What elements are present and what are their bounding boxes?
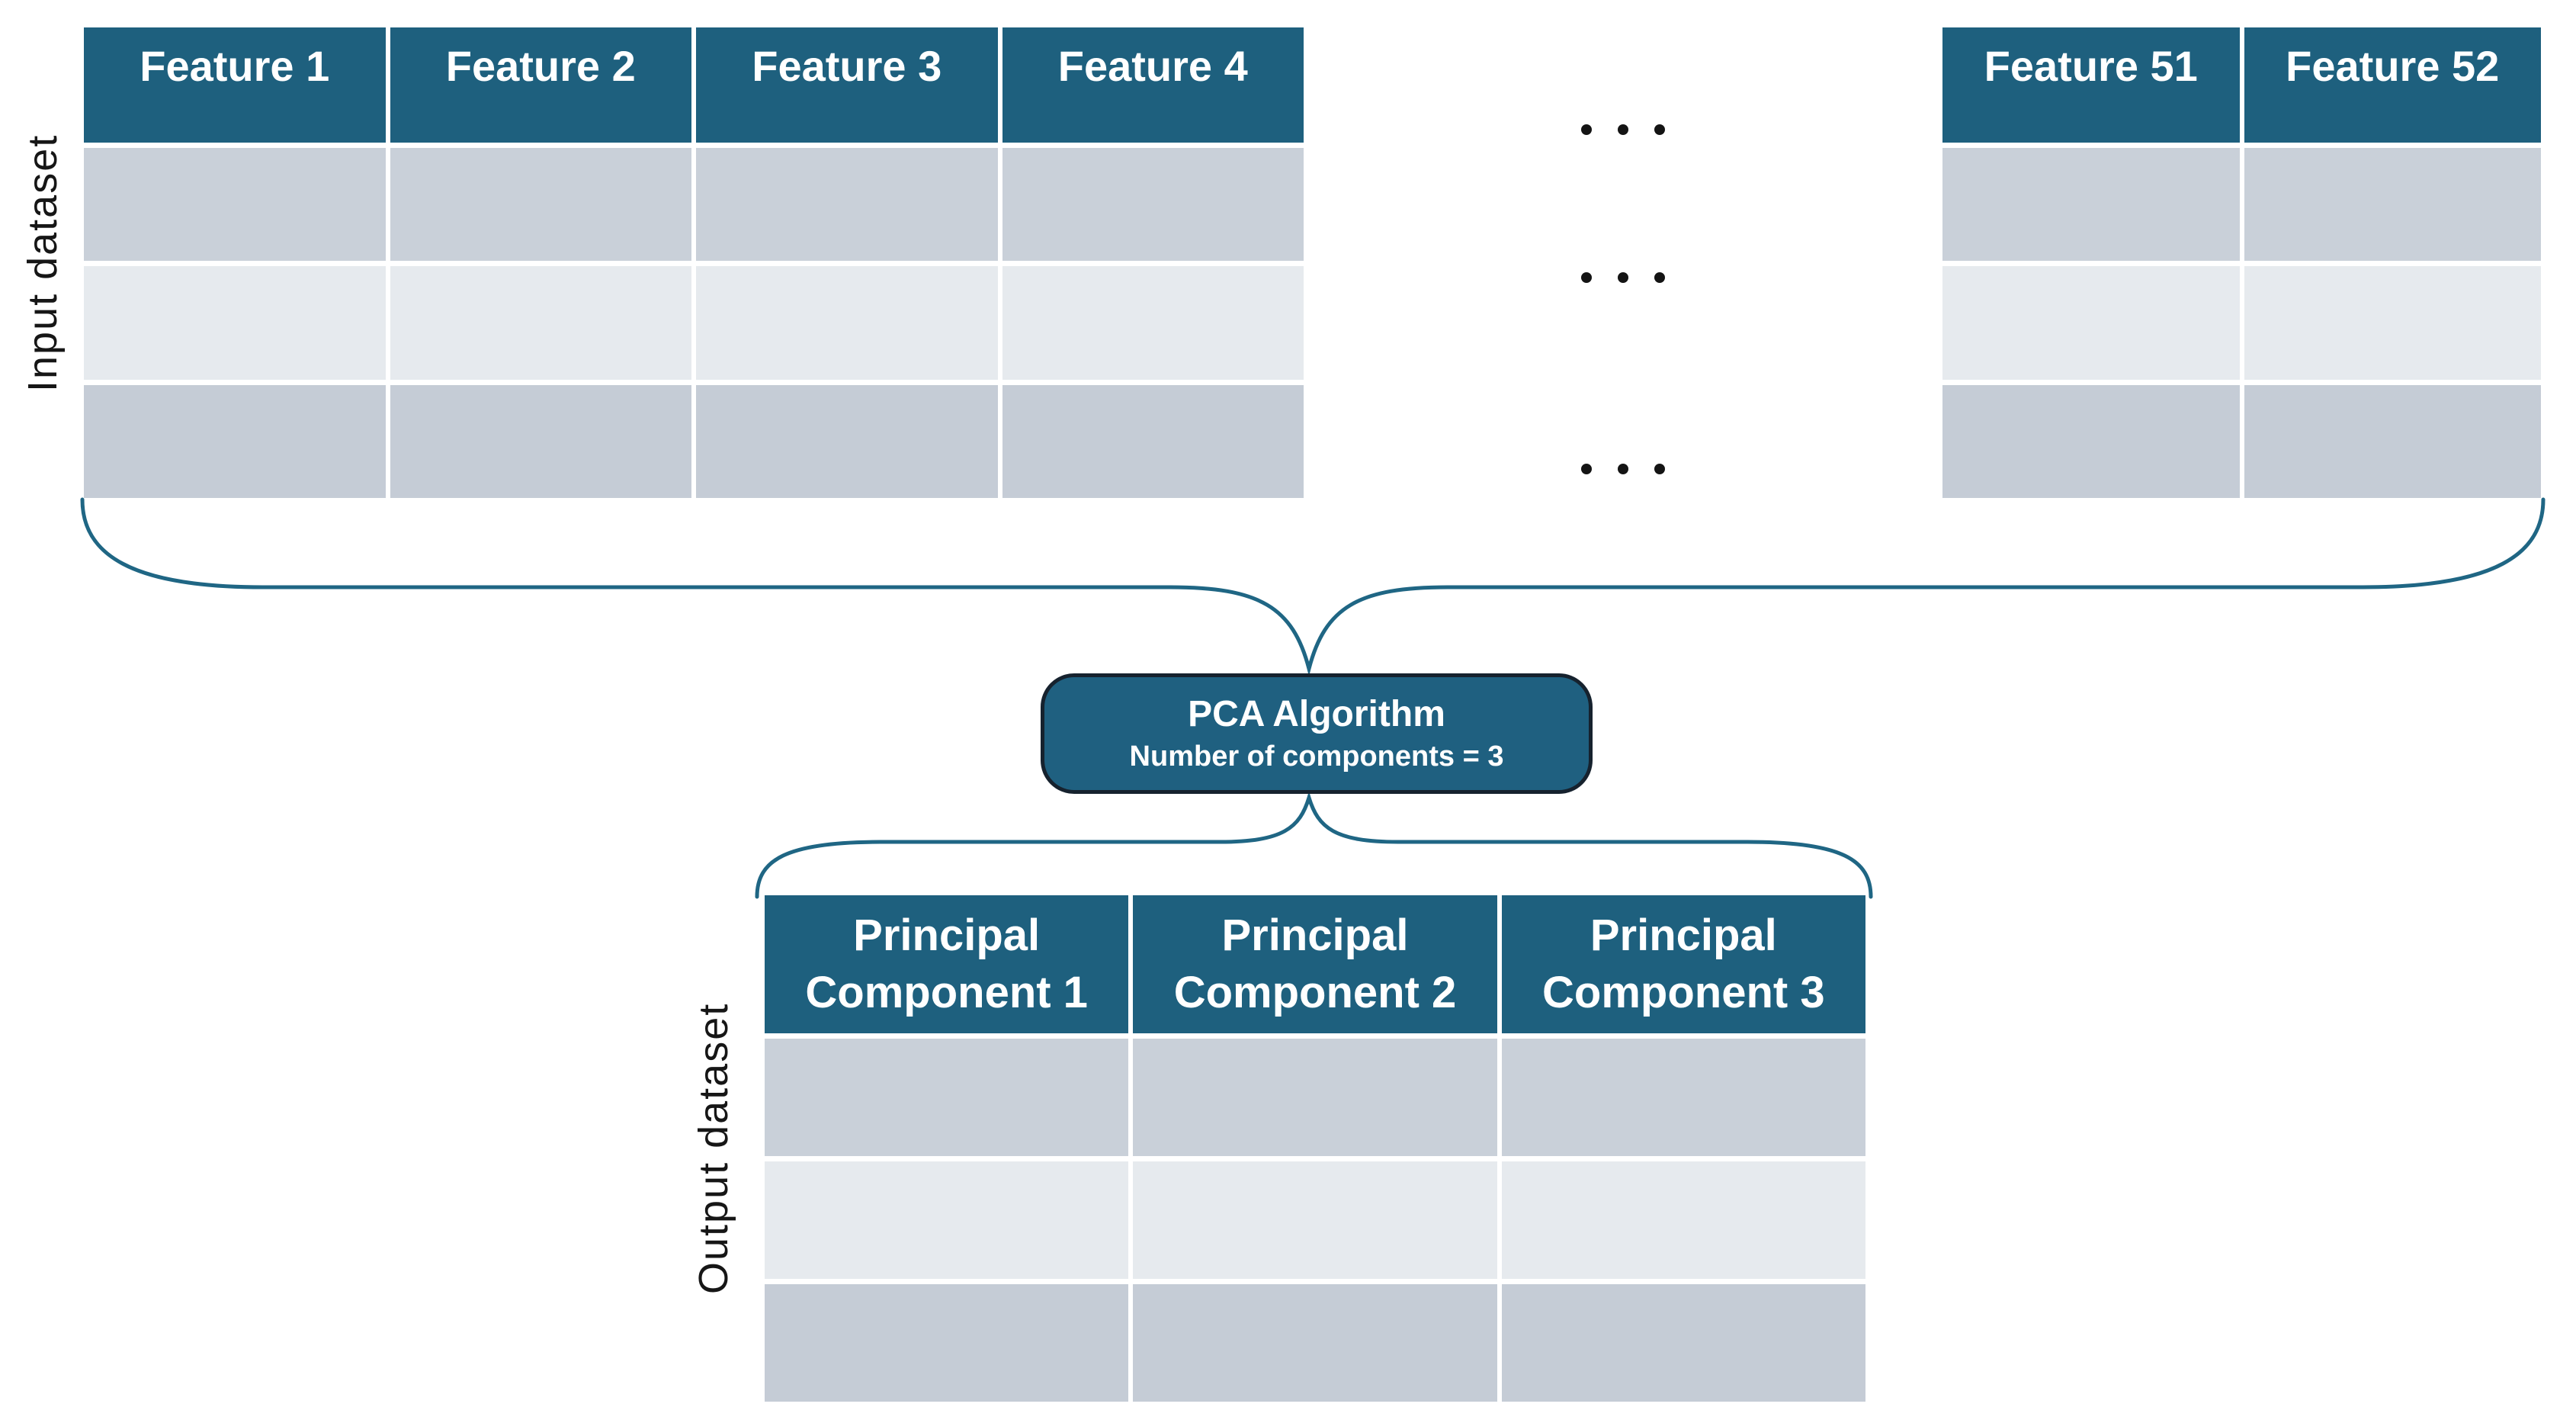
table-cell xyxy=(1942,266,2240,380)
pca-algorithm-box: PCA Algorithm Number of components = 3 xyxy=(1041,673,1593,794)
column-header-feature-4: Feature 4 xyxy=(1002,27,1304,143)
ellipsis-icon xyxy=(1547,270,1699,285)
ellipsis-icon xyxy=(1547,122,1699,137)
column-header-feature-52: Feature 52 xyxy=(2244,27,2541,143)
table-cell xyxy=(765,1284,1129,1402)
output-table: Principal Component 1 Principal Componen… xyxy=(765,895,1865,1402)
table-cell xyxy=(1133,1284,1497,1402)
dot-icon xyxy=(1654,272,1665,283)
table-cell xyxy=(84,148,386,262)
pca-box-subtitle: Number of components = 3 xyxy=(1129,740,1504,773)
table-cell xyxy=(696,384,998,498)
dot-icon xyxy=(1618,464,1628,474)
input-table-left: Feature 1 Feature 2 Feature 3 Feature 4 xyxy=(84,27,1304,498)
table-cell xyxy=(390,384,691,498)
table-cell xyxy=(2244,266,2541,380)
dot-icon xyxy=(1581,464,1592,474)
table-cell xyxy=(1501,1284,1865,1402)
dot-icon xyxy=(1618,124,1628,135)
table-cell xyxy=(84,266,386,380)
table-cell xyxy=(1942,148,2240,262)
table-cell xyxy=(1501,1039,1865,1156)
table-cell xyxy=(390,148,691,262)
column-header-feature-1: Feature 1 xyxy=(84,27,386,143)
table-cell xyxy=(696,266,998,380)
dot-icon xyxy=(1581,124,1592,135)
input-brace xyxy=(80,497,2546,676)
table-cell xyxy=(765,1039,1129,1156)
table-cell xyxy=(1002,266,1304,380)
table-cell xyxy=(1501,1161,1865,1279)
column-header-feature-3: Feature 3 xyxy=(696,27,998,143)
dot-icon xyxy=(1654,124,1665,135)
input-table-right: Feature 51 Feature 52 xyxy=(1942,27,2541,498)
table-cell xyxy=(1002,384,1304,498)
column-header-pc3: Principal Component 3 xyxy=(1501,895,1865,1033)
column-header-feature-2: Feature 2 xyxy=(390,27,691,143)
column-header-pc1: Principal Component 1 xyxy=(765,895,1129,1033)
table-cell xyxy=(1133,1039,1497,1156)
table-cell xyxy=(2244,148,2541,262)
table-cell xyxy=(765,1161,1129,1279)
input-dataset-label: Input dataset xyxy=(20,133,66,392)
output-dataset-label: Output dataset xyxy=(691,1002,736,1295)
table-cell xyxy=(84,384,386,498)
table-cell xyxy=(1133,1161,1497,1279)
ellipsis-icon xyxy=(1547,461,1699,477)
column-header-feature-51: Feature 51 xyxy=(1942,27,2240,143)
output-brace xyxy=(755,791,1873,899)
column-header-pc2: Principal Component 2 xyxy=(1133,895,1497,1033)
pca-box-title: PCA Algorithm xyxy=(1188,693,1445,734)
dot-icon xyxy=(1618,272,1628,283)
table-cell xyxy=(1942,384,2240,498)
table-cell xyxy=(2244,384,2541,498)
table-cell xyxy=(390,266,691,380)
dot-icon xyxy=(1581,272,1592,283)
dot-icon xyxy=(1654,464,1665,474)
table-cell xyxy=(696,148,998,262)
table-cell xyxy=(1002,148,1304,262)
